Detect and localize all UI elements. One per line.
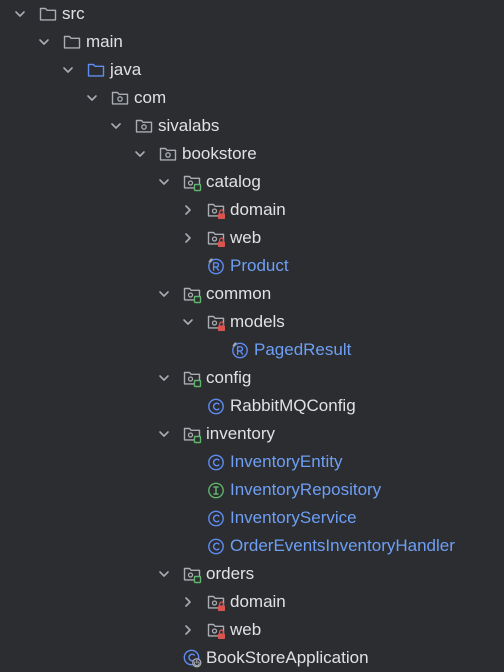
tree-item-label: PagedResult bbox=[254, 340, 352, 359]
tree-item-label: web bbox=[230, 620, 262, 639]
tree-item-label: domain bbox=[230, 592, 286, 611]
tree-item[interactable]: models bbox=[0, 308, 504, 336]
source-folder-icon bbox=[86, 60, 106, 80]
tree-item-label: catalog bbox=[206, 172, 261, 191]
tree-item[interactable]: bookstore bbox=[0, 140, 504, 168]
module-package-icon bbox=[182, 172, 202, 192]
tree-item-label: BookStoreApplication bbox=[206, 648, 369, 667]
chevron-down-icon[interactable] bbox=[108, 112, 124, 140]
tree-item[interactable]: com bbox=[0, 84, 504, 112]
chevron-right-icon[interactable] bbox=[180, 616, 196, 644]
folder-icon bbox=[38, 4, 58, 24]
spring-boot-class-icon bbox=[182, 648, 202, 668]
tree-item-label: config bbox=[206, 368, 252, 387]
chevron-down-icon[interactable] bbox=[156, 364, 172, 392]
module-package-icon bbox=[182, 424, 202, 444]
tree-item-label: RabbitMQConfig bbox=[230, 396, 356, 415]
chevron-down-icon[interactable] bbox=[36, 28, 52, 56]
tree-item[interactable]: web bbox=[0, 224, 504, 252]
tree-item[interactable]: src bbox=[0, 0, 504, 28]
tree-item[interactable]: InventoryEntity bbox=[0, 448, 504, 476]
class-icon bbox=[206, 452, 226, 472]
locked-package-icon bbox=[206, 620, 226, 640]
tree-item-label: Product bbox=[230, 256, 289, 275]
record-icon bbox=[230, 340, 250, 360]
tree-item-label: java bbox=[110, 60, 142, 79]
class-icon bbox=[206, 396, 226, 416]
tree-item-label: InventoryEntity bbox=[230, 452, 343, 471]
tree-item[interactable]: inventory bbox=[0, 420, 504, 448]
tree-item-label: domain bbox=[230, 200, 286, 219]
chevron-down-icon[interactable] bbox=[12, 0, 28, 28]
tree-item[interactable]: orders bbox=[0, 560, 504, 588]
package-icon bbox=[134, 116, 154, 136]
tree-item-label: main bbox=[86, 32, 123, 51]
tree-item[interactable]: InventoryService bbox=[0, 504, 504, 532]
tree-item-label: common bbox=[206, 284, 272, 303]
tree-item-label: orders bbox=[206, 564, 255, 583]
tree-item[interactable]: InventoryRepository bbox=[0, 476, 504, 504]
tree-item[interactable]: java bbox=[0, 56, 504, 84]
tree-item[interactable]: OrderEventsInventoryHandler bbox=[0, 532, 504, 560]
chevron-right-icon[interactable] bbox=[180, 224, 196, 252]
tree-item-label: OrderEventsInventoryHandler bbox=[230, 536, 455, 555]
chevron-down-icon[interactable] bbox=[156, 560, 172, 588]
chevron-down-icon[interactable] bbox=[156, 420, 172, 448]
chevron-down-icon[interactable] bbox=[84, 84, 100, 112]
tree-item-label: com bbox=[134, 88, 167, 107]
locked-package-icon bbox=[206, 312, 226, 332]
tree-item-label: inventory bbox=[206, 424, 275, 443]
tree-item[interactable]: BookStoreApplication bbox=[0, 644, 504, 672]
chevron-right-icon[interactable] bbox=[180, 588, 196, 616]
folder-icon bbox=[62, 32, 82, 52]
locked-package-icon bbox=[206, 228, 226, 248]
tree-item[interactable]: web bbox=[0, 616, 504, 644]
tree-item-label: models bbox=[230, 312, 285, 331]
module-package-icon bbox=[182, 284, 202, 304]
tree-item[interactable]: config bbox=[0, 364, 504, 392]
tree-item[interactable]: main bbox=[0, 28, 504, 56]
tree-item[interactable]: domain bbox=[0, 588, 504, 616]
chevron-down-icon[interactable] bbox=[60, 56, 76, 84]
chevron-down-icon[interactable] bbox=[180, 308, 196, 336]
tree-item-label: src bbox=[62, 4, 85, 23]
package-icon bbox=[110, 88, 130, 108]
record-icon bbox=[206, 256, 226, 276]
tree-item[interactable]: Product bbox=[0, 252, 504, 280]
locked-package-icon bbox=[206, 592, 226, 612]
tree-item[interactable]: domain bbox=[0, 196, 504, 224]
class-icon bbox=[206, 536, 226, 556]
locked-package-icon bbox=[206, 200, 226, 220]
interface-icon bbox=[206, 480, 226, 500]
chevron-down-icon[interactable] bbox=[156, 280, 172, 308]
package-icon bbox=[158, 144, 178, 164]
chevron-right-icon[interactable] bbox=[180, 196, 196, 224]
tree-item[interactable]: common bbox=[0, 280, 504, 308]
tree-item[interactable]: catalog bbox=[0, 168, 504, 196]
tree-item-label: sivalabs bbox=[158, 116, 220, 135]
tree-item-label: bookstore bbox=[182, 144, 257, 163]
class-icon bbox=[206, 508, 226, 528]
chevron-down-icon[interactable] bbox=[132, 140, 148, 168]
module-package-icon bbox=[182, 368, 202, 388]
tree-item-label: InventoryRepository bbox=[230, 480, 382, 499]
tree-item[interactable]: PagedResult bbox=[0, 336, 504, 364]
chevron-down-icon[interactable] bbox=[156, 168, 172, 196]
tree-item[interactable]: sivalabs bbox=[0, 112, 504, 140]
tree-item[interactable]: RabbitMQConfig bbox=[0, 392, 504, 420]
module-package-icon bbox=[182, 564, 202, 584]
tree-item-label: web bbox=[230, 228, 262, 247]
tree-item-label: InventoryService bbox=[230, 508, 357, 527]
